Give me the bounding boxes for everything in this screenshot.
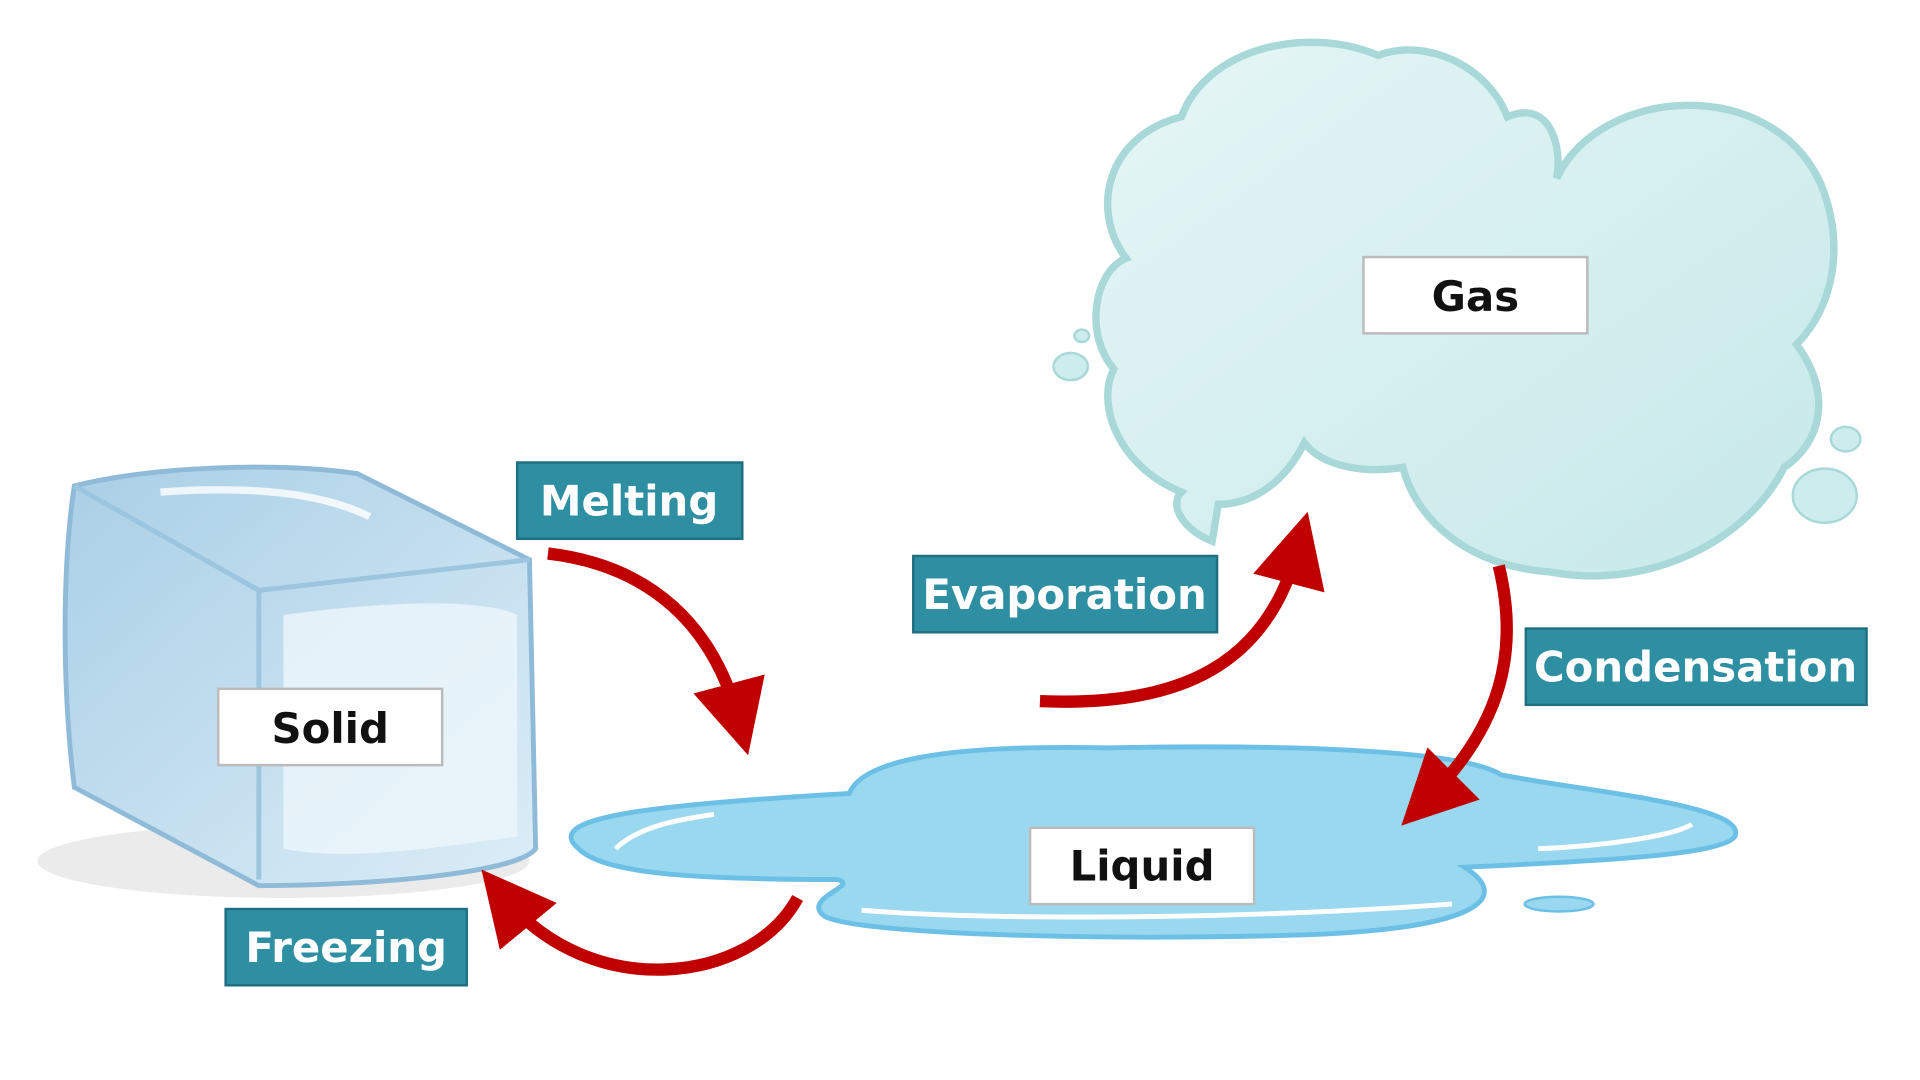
freezing-text: Freezing xyxy=(245,923,447,972)
melting-arrow xyxy=(547,547,765,756)
ice-cube-illustration xyxy=(37,464,539,898)
label-evaporation: Evaporation xyxy=(912,554,1219,634)
arrows xyxy=(481,511,1513,976)
condensation-text: Condensation xyxy=(1534,642,1857,691)
freezing-arrow xyxy=(481,869,804,976)
label-freezing: Freezing xyxy=(224,907,468,987)
liquid-text: Liquid xyxy=(1070,842,1215,891)
label-gas: Gas xyxy=(1362,255,1589,335)
label-melting: Melting xyxy=(515,461,744,540)
label-solid: Solid xyxy=(217,687,444,767)
gas-text: Gas xyxy=(1432,272,1519,321)
label-liquid: Liquid xyxy=(1028,826,1256,906)
condensation-arrow xyxy=(1401,564,1513,826)
evaporation-arrow xyxy=(1039,511,1325,708)
solid-text: Solid xyxy=(271,704,388,753)
melting-text: Melting xyxy=(540,476,718,525)
label-condensation: Condensation xyxy=(1524,627,1868,707)
evaporation-text: Evaporation xyxy=(922,570,1206,619)
